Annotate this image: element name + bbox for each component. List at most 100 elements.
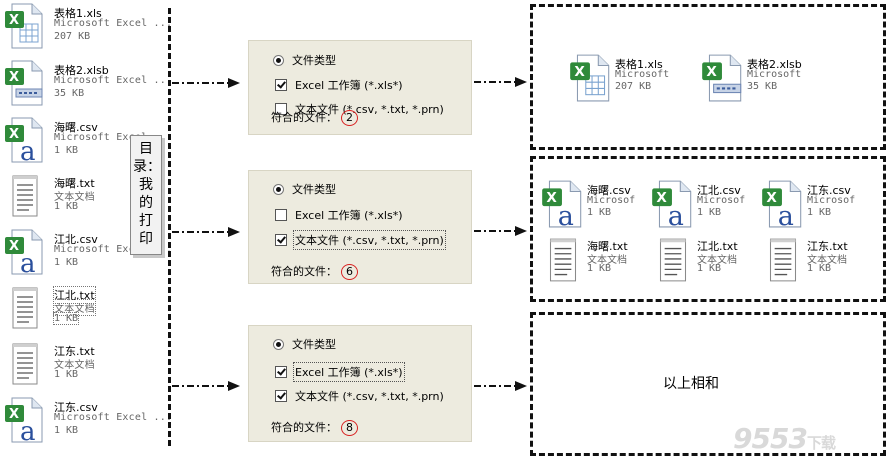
checkbox-unchecked-icon bbox=[275, 209, 287, 221]
text-file-icon bbox=[12, 175, 38, 217]
file-type: Microsoft bbox=[615, 69, 670, 80]
group-label: 文件类型 bbox=[292, 183, 336, 196]
file-item[interactable]: 海曙.txt 文本文档 1 KB bbox=[4, 172, 164, 224]
file-type: Microsof bbox=[697, 195, 746, 206]
file-type: Microsof bbox=[587, 195, 636, 206]
group-label: 文件类型 bbox=[292, 54, 336, 67]
option-label: 文本文件 (*.csv, *.txt, *.prn) bbox=[295, 390, 444, 403]
file-size: 207 KB bbox=[54, 31, 91, 42]
text-file-icon bbox=[12, 343, 38, 385]
match-count: 2 bbox=[341, 110, 358, 126]
file-name: 海曙.csv bbox=[587, 184, 631, 197]
file-item[interactable]: a X 江北.csv Microsoft Excel ... 1 KB bbox=[4, 228, 172, 280]
match-label: 符合的文件： bbox=[271, 265, 337, 278]
file-type: 文本文档 bbox=[697, 255, 737, 266]
filter-panel: 文件类型 Excel 工作簿 (*.xls*) 文本文件 (*.csv, *.t… bbox=[248, 170, 472, 284]
excel-option-checkbox[interactable]: Excel 工作簿 (*.xls*) bbox=[275, 207, 403, 223]
file-type-radio[interactable]: 文件类型 bbox=[273, 336, 336, 352]
text-file-icon bbox=[12, 287, 38, 329]
text-file-icon bbox=[659, 238, 687, 282]
text-option-checkbox[interactable]: 文本文件 (*.csv, *.txt, *.prn) bbox=[275, 101, 444, 117]
file-type: 文本文档 bbox=[807, 255, 847, 266]
file-item-selected[interactable]: 江北.txt 文本文档 1 KB bbox=[4, 284, 164, 336]
file-item[interactable]: a X 江东.csv Microsoft Excel ... 1 KB bbox=[4, 396, 172, 448]
file-size: 207 KB bbox=[615, 81, 652, 92]
svg-text:X: X bbox=[546, 190, 557, 206]
result-file-item[interactable]: 海曙.txt 文本文档 1 KB bbox=[541, 235, 661, 287]
result-file-item[interactable]: a X 江北.csv Microsof 1 KB bbox=[651, 179, 771, 231]
file-size: 1 KB bbox=[807, 263, 832, 274]
radio-selected-icon bbox=[273, 338, 284, 350]
excel-sheet-icon: X bbox=[570, 54, 610, 102]
result-file-item[interactable]: 江东.txt 文本文档 1 KB bbox=[761, 235, 881, 287]
excel-csv-icon: a X bbox=[652, 180, 692, 229]
file-type: Microsoft Excel ... bbox=[54, 75, 173, 86]
result-file-item[interactable]: 江北.txt 文本文档 1 KB bbox=[651, 235, 771, 287]
option-label: 文本文件 (*.csv, *.txt, *.prn) bbox=[293, 230, 446, 250]
file-type: Microsoft Excel ... bbox=[54, 244, 173, 255]
result-box-text: a X 海曙.csv Microsof 1 KB a X 江北.csv Micr… bbox=[530, 156, 886, 302]
file-type: Microsoft bbox=[747, 69, 802, 80]
file-type: 文本文档 bbox=[587, 255, 627, 266]
file-name: 表格2.xlsb bbox=[54, 64, 109, 77]
file-name: 江东.csv bbox=[807, 184, 851, 197]
file-name: 江北.csv bbox=[54, 233, 98, 246]
file-type: 文本文档 bbox=[54, 360, 95, 371]
match-count: 6 bbox=[341, 264, 358, 280]
result-file-item[interactable]: X 表格2.xlsb Microsoft 35 KB bbox=[701, 53, 821, 105]
file-name: 江北.txt bbox=[697, 240, 738, 253]
file-item[interactable]: 江东.txt 文本文档 1 KB bbox=[4, 340, 164, 392]
svg-text:a: a bbox=[20, 249, 36, 276]
checkbox-checked-icon bbox=[275, 234, 287, 246]
arrow-icon bbox=[474, 381, 527, 391]
svg-text:X: X bbox=[766, 190, 777, 206]
sum-label: 以上相和 bbox=[663, 376, 719, 392]
arrow-icon bbox=[474, 77, 527, 87]
file-size: 1 KB bbox=[587, 263, 612, 274]
file-item[interactable]: a X 海曙.csv Microsoft Excel ... 1 KB bbox=[4, 116, 172, 168]
excel-option-checkbox[interactable]: Excel 工作簿 (*.xls*) bbox=[275, 77, 403, 93]
result-box-excel: X 表格1.xls Microsoft 207 KB X 表格2.xlsb Mi… bbox=[530, 4, 886, 150]
excel-sheet-icon: X bbox=[5, 3, 43, 49]
text-option-checkbox[interactable]: 文本文件 (*.csv, *.txt, *.prn) bbox=[275, 388, 444, 404]
text-file-icon bbox=[769, 238, 797, 282]
excel-option-checkbox[interactable]: Excel 工作簿 (*.xls*) bbox=[275, 362, 405, 382]
svg-text:a: a bbox=[558, 201, 574, 229]
excel-csv-icon: a X bbox=[5, 397, 43, 444]
file-size: 1 KB bbox=[54, 201, 79, 212]
radio-selected-icon bbox=[273, 54, 284, 66]
match-label: 符合的文件： bbox=[271, 111, 337, 124]
file-name: 海曙.csv bbox=[54, 121, 98, 134]
file-size: 1 KB bbox=[807, 207, 832, 218]
svg-text:X: X bbox=[9, 70, 19, 85]
result-file-item[interactable]: a X 海曙.csv Microsof 1 KB bbox=[541, 179, 661, 231]
file-name: 海曙.txt bbox=[587, 240, 628, 253]
match-row: 符合的文件： 6 bbox=[271, 263, 358, 280]
checkbox-unchecked-icon bbox=[275, 103, 287, 115]
site-watermark-logo: 9553下载 bbox=[733, 422, 836, 455]
match-row: 符合的文件：8 bbox=[271, 419, 358, 436]
file-type-radio[interactable]: 文件类型 bbox=[273, 52, 336, 68]
match-row: 符合的文件： 2 bbox=[271, 109, 358, 126]
file-type-radio[interactable]: 文件类型 bbox=[273, 181, 336, 197]
svg-text:a: a bbox=[668, 201, 684, 229]
result-file-item[interactable]: X 表格1.xls Microsoft 207 KB bbox=[569, 53, 689, 105]
file-type: Microsoft Excel ... bbox=[54, 132, 173, 143]
file-size: 1 KB bbox=[697, 263, 722, 274]
file-type: Microsoft Excel ... bbox=[54, 412, 173, 423]
arrow-icon bbox=[474, 226, 527, 236]
checkbox-checked-icon bbox=[275, 366, 287, 378]
file-item[interactable]: X 表格2.xlsb Microsoft Excel ... 35 KB bbox=[4, 59, 172, 111]
file-name: 表格1.xls bbox=[54, 7, 102, 20]
file-name: 江东.txt bbox=[807, 240, 848, 253]
arrow-icon bbox=[172, 381, 240, 391]
file-size: 1 KB bbox=[697, 207, 722, 218]
result-file-item[interactable]: a X 江东.csv Microsof 1 KB bbox=[761, 179, 881, 231]
svg-text:X: X bbox=[9, 127, 19, 142]
checkbox-checked-icon bbox=[275, 390, 287, 402]
file-item[interactable]: X 表格1.xls Microsoft Excel ... 207 KB bbox=[4, 2, 172, 54]
text-option-checkbox[interactable]: 文本文件 (*.csv, *.txt, *.prn) bbox=[275, 230, 446, 250]
svg-text:a: a bbox=[20, 417, 36, 444]
arrow-icon bbox=[172, 227, 240, 237]
file-size: 1 KB bbox=[52, 312, 80, 325]
